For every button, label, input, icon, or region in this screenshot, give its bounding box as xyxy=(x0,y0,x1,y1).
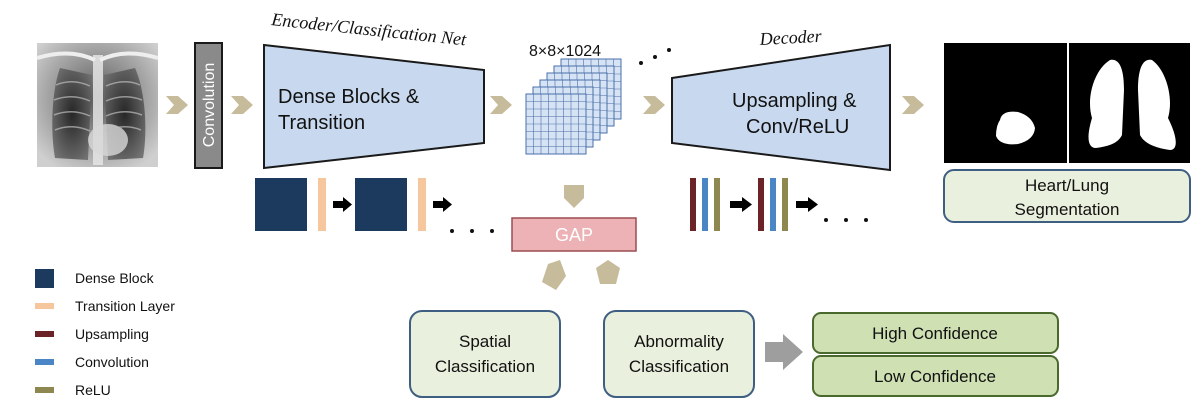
legend-label: Convolution xyxy=(75,354,149,370)
upsampling-label-line1: Upsampling & xyxy=(732,90,857,112)
chest-xray-image xyxy=(36,43,159,167)
abnormality-classification-box xyxy=(603,310,755,398)
upsampling-layer-1 xyxy=(690,178,696,231)
abnormality-label-line1: Abnormality xyxy=(634,332,724,351)
lung-mask-image xyxy=(1069,43,1190,163)
gap-label: GAP xyxy=(555,225,593,245)
encoder-block xyxy=(263,43,485,170)
dense-block-1 xyxy=(255,178,307,231)
upsampling-layer-2 xyxy=(758,178,764,231)
feature-map-layer xyxy=(525,93,587,155)
dense-block-2 xyxy=(355,178,407,231)
gap-to-abnormality-arrow xyxy=(596,260,620,284)
confidence-arrow xyxy=(765,334,803,370)
spatial-label-line2: Classification xyxy=(435,357,535,376)
convolution-block xyxy=(194,42,223,169)
ellipsis-dots-top xyxy=(639,48,671,65)
legend-label: Transition Layer xyxy=(75,298,175,314)
abnormality-label-line2: Classification xyxy=(629,357,729,376)
legend-swatch xyxy=(35,387,54,393)
feature-dims-label: 8×8×1024 xyxy=(529,43,601,60)
legend-label: Upsampling xyxy=(75,326,149,342)
legend-swatch xyxy=(35,303,54,309)
row-arrow-2 xyxy=(433,197,452,212)
low-confidence-label: Low Confidence xyxy=(874,367,996,386)
dense-blocks-label-line2: Transition xyxy=(278,112,365,134)
ellipsis-dots-decoder xyxy=(824,218,868,222)
convolution-layer-1 xyxy=(702,178,708,231)
upsampling-label-line2: Conv/ReLU xyxy=(746,116,849,138)
spatial-classification-box xyxy=(409,310,561,398)
flow-arrow-3 xyxy=(490,96,512,114)
convolution-label: Convolution xyxy=(201,63,218,148)
legend-swatch xyxy=(35,269,54,288)
transition-layer-1 xyxy=(318,178,326,231)
transition-layer-2 xyxy=(418,178,426,231)
gap-input-arrow xyxy=(564,185,584,208)
decoder-block xyxy=(671,43,891,172)
segmentation-box xyxy=(943,169,1191,223)
relu-layer-1 xyxy=(714,178,720,231)
convolution-layer-2 xyxy=(770,178,776,231)
high-confidence-box xyxy=(812,312,1059,354)
legend-swatch xyxy=(35,359,54,365)
flow-arrow-1 xyxy=(166,96,188,114)
legend-label: Dense Block xyxy=(75,270,155,286)
dense-blocks-label-line1: Dense Blocks & xyxy=(278,86,420,108)
legend-label: ReLU xyxy=(75,382,111,398)
relu-layer-2 xyxy=(782,178,788,231)
row-arrow-1 xyxy=(333,197,352,212)
segmentation-label-line2: Segmentation xyxy=(1015,200,1120,219)
spatial-label-line1: Spatial xyxy=(459,332,511,351)
flow-arrow-2 xyxy=(231,96,253,114)
gap-block xyxy=(511,217,637,252)
heart-mask-image xyxy=(944,43,1067,163)
row-arrow-3 xyxy=(730,197,752,212)
flow-arrow-4 xyxy=(643,96,665,114)
gap-to-spatial-arrow xyxy=(542,260,566,290)
legend-swatch xyxy=(35,331,54,337)
flow-arrow-5 xyxy=(902,96,924,114)
decoder-title: Decoder xyxy=(758,26,823,49)
segmentation-label-line1: Heart/Lung xyxy=(1025,176,1109,195)
low-confidence-box xyxy=(812,355,1059,397)
encoder-title: Encoder/Classification Net xyxy=(270,9,468,50)
feature-map-stack xyxy=(525,58,622,155)
ellipsis-dots-encoder xyxy=(450,229,494,233)
high-confidence-label: High Confidence xyxy=(872,324,998,343)
row-arrow-4 xyxy=(796,197,818,212)
